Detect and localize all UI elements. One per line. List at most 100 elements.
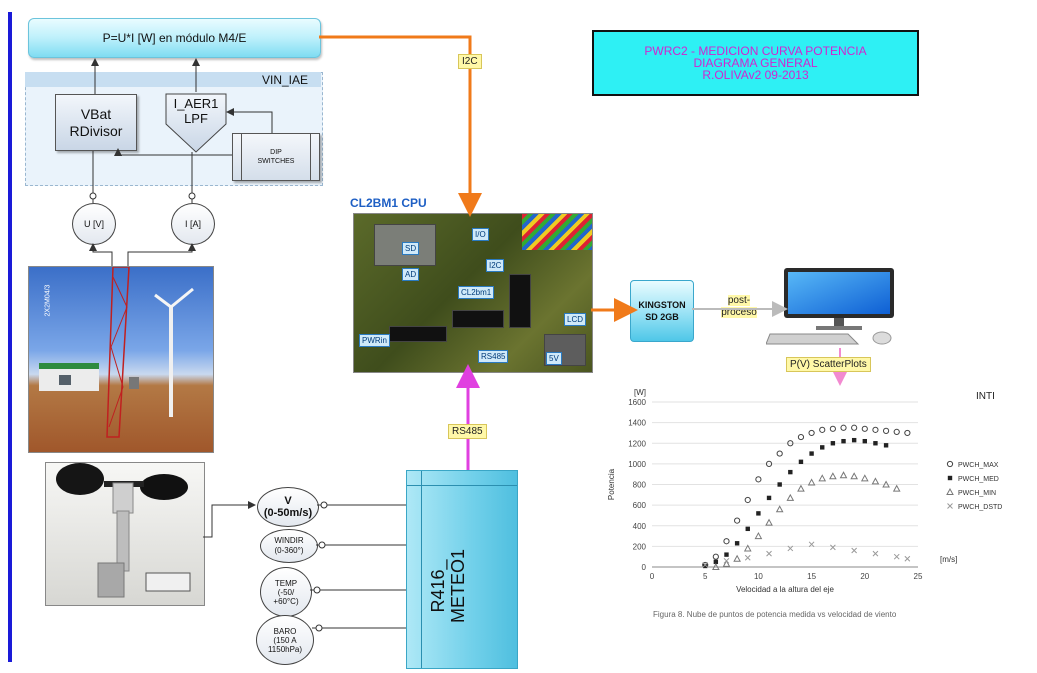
legend-label: PWCH_DSTD — [958, 504, 1002, 511]
data-point-pwch-max — [829, 425, 836, 432]
y-tick-label: 1400 — [628, 419, 646, 428]
data-point-pwch-min — [871, 477, 880, 485]
data-point-pwch-dstd — [893, 553, 900, 560]
ic-chip — [509, 274, 531, 328]
x-axis-title: Velocidad a la altura del eje — [736, 585, 834, 594]
data-point-pwch-min — [850, 472, 859, 480]
kingston-line1: KINGSTON — [638, 300, 686, 310]
x-tick-label: 25 — [914, 572, 923, 581]
data-point-pwch-max — [734, 517, 741, 524]
title-box: PWRC2 - MEDICION CURVA POTENCIA DIAGRAMA… — [592, 30, 919, 96]
data-point-pwch-dstd — [787, 545, 794, 552]
barometer-label: BARO — [273, 626, 297, 636]
data-point-pwch-min — [765, 518, 773, 526]
x-tick-label: 5 — [703, 572, 708, 581]
data-point-pwch-dstd — [702, 562, 709, 568]
legend-label: PWCH_MED — [958, 476, 999, 483]
legend-label: PWCH_MAX — [958, 462, 999, 469]
data-point-pwch-min — [754, 532, 763, 540]
legend-marker — [946, 487, 954, 495]
temperature-range1: (-50/ — [277, 587, 295, 597]
data-point-pwch-med — [756, 511, 761, 516]
wind-turbine-illustration — [39, 267, 194, 438]
data-point-pwch-max — [787, 440, 794, 447]
legend-marker — [946, 460, 954, 468]
chart-title: INTI — [976, 391, 995, 402]
y-tick-label: 1600 — [628, 398, 646, 407]
chip-rs485: RS485 — [478, 350, 509, 363]
data-point-pwch-min — [839, 471, 848, 479]
data-point-pwch-max — [840, 424, 847, 431]
scatter-tag: P(V) ScatterPlots — [786, 357, 871, 372]
data-point-pwch-dstd — [851, 547, 858, 554]
data-point-pwch-med — [830, 441, 836, 446]
meteo-label: R416_ METEO1 — [428, 536, 508, 636]
dip-switches-block: DIP SWITCHES — [232, 133, 320, 181]
chip-pwrin: PWRin — [359, 334, 390, 347]
data-point-pwch-dstd — [766, 550, 772, 557]
y-tick-label: 1000 — [628, 460, 646, 469]
x-tick-label: 0 — [650, 572, 655, 581]
y-axis-title: Potencia — [607, 468, 616, 500]
wind-turbine-photo: 2X2M04/3 — [28, 266, 214, 453]
data-point-pwch-med — [883, 443, 889, 448]
dip-line2: SWITCHES — [257, 158, 295, 165]
y-unit-label: [W] — [634, 388, 646, 397]
iaer-line1: I_AER1 — [173, 96, 219, 111]
y-tick-label: 600 — [633, 501, 647, 510]
vin-iae-label: VIN_IAE — [262, 73, 309, 87]
data-point-pwch-med — [798, 459, 804, 465]
vbat-line2: RDivisor — [69, 122, 123, 139]
kingston-line2: SD 2GB — [645, 312, 679, 322]
temperature-sensor: TEMP (-50/ +60°C) — [260, 567, 312, 617]
data-point-pwch-max — [808, 429, 815, 437]
data-point-pwch-med — [862, 438, 867, 444]
rs485-tag: RS485 — [448, 424, 487, 439]
data-point-pwch-min — [818, 474, 827, 482]
legend-marker — [947, 475, 953, 481]
wind-direction-label: WINDIR — [274, 536, 304, 545]
data-point-pwch-med — [734, 541, 740, 546]
y-tick-label: 200 — [633, 542, 647, 551]
photo-code: 2X2M04/3 — [44, 284, 52, 317]
left-border-bar — [8, 12, 12, 662]
y-tick-label: 1200 — [628, 439, 646, 448]
legend-marker — [947, 503, 953, 509]
meteo-module — [406, 470, 518, 669]
data-point-pwch-dstd — [723, 557, 730, 564]
barometer-sensor: BARO (150 A 1150hPa) — [256, 615, 314, 665]
data-point-pwch-dstd — [872, 550, 879, 557]
data-point-pwch-med — [841, 438, 846, 444]
data-point-pwch-dstd — [744, 554, 751, 561]
data-point-pwch-med — [809, 451, 814, 456]
current-sensor: I [A] — [171, 203, 215, 245]
chip-io: I/O — [472, 228, 489, 241]
x-tick-label: 10 — [754, 572, 763, 581]
data-point-pwch-dstd — [904, 555, 911, 562]
power-module-bar: P=U*I [W] en módulo M4/E — [28, 18, 321, 58]
ic-chip — [452, 310, 504, 328]
data-point-pwch-min — [711, 562, 720, 570]
data-point-pwch-med — [766, 495, 772, 501]
dip-line1: DIP — [270, 149, 282, 156]
data-point-pwch-med — [713, 559, 719, 565]
wind-speed-sensor: V (0-50m/s) — [257, 487, 319, 527]
iaer-lpf-shape — [165, 93, 227, 153]
ribbon-cable — [522, 214, 592, 250]
temperature-range2: +60°C) — [273, 596, 299, 606]
vbat-rdivisor-block: VBat RDivisor — [55, 94, 137, 151]
kingston-sd-block: KINGSTON SD 2GB — [630, 280, 694, 342]
iaer-lpf-label: I_AER1 LPF — [164, 96, 228, 126]
data-point-pwch-med — [873, 441, 878, 446]
barometer-range1: (150 A — [273, 635, 297, 645]
data-point-pwch-med — [788, 469, 793, 475]
data-point-pwch-dstd — [808, 541, 815, 548]
data-point-pwch-max — [872, 426, 879, 433]
wind-speed-range: (0-50m/s) — [263, 507, 313, 519]
data-point-pwch-max — [819, 426, 826, 433]
data-point-pwch-max — [744, 496, 751, 504]
wind-direction-range: (0-360°) — [274, 546, 304, 555]
data-point-pwch-max — [882, 427, 890, 434]
post-process-text: post- proceso — [721, 295, 757, 318]
